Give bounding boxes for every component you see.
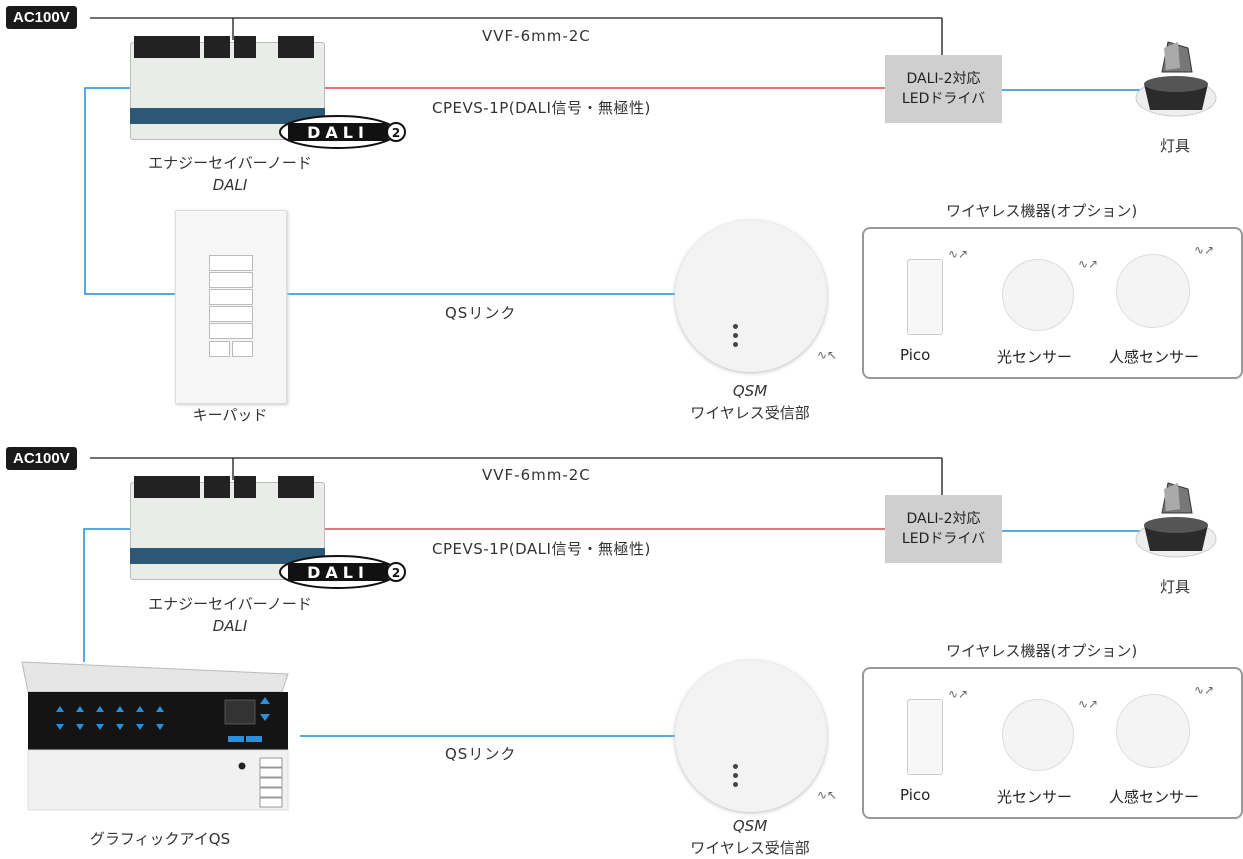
wireless-signal-icon: ∿↗ [1078,257,1099,271]
device-label-light-sensor: 光センサー [997,348,1073,366]
downlight-lamp [1135,482,1217,558]
ac-power-badge: AC100V [6,6,77,29]
driver-line1: DALI-2対応 [906,511,981,527]
qsm-receiver [675,220,827,372]
grafik-eye-qs-panel [21,661,289,811]
wireless-devices-title: ワイヤレス機器(オプション) [946,202,1138,220]
downlight-lamp [1135,41,1217,117]
wireless-signal-icon: ∿↖ [817,348,838,362]
node-caption-line1: エナジーセイバーノード [148,154,312,172]
lamp-caption: 灯具 [1160,137,1191,155]
node-caption: エナジーセイバーノード DALI [130,152,330,196]
wireless-signal-icon: ∿↗ [948,687,969,701]
pico-remote [907,699,943,775]
node-caption-line2: DALI [212,617,248,635]
section-2-wires [83,457,1145,737]
device-label-occupancy-sensor: 人感センサー [1109,788,1200,806]
qsm-caption: QSM ワイヤレス受信部 [660,815,840,859]
device-label-light-sensor: 光センサー [997,788,1073,806]
dali-logo-text: DALI [307,123,369,142]
qs-link-label: QSリンク [445,745,517,763]
qsm-caption-line1: QSM [732,382,768,400]
light-sensor [1002,699,1074,771]
driver-line2: LEDドライバ [901,531,986,547]
dali-logo-text: DALI [307,563,369,582]
qs-wire [83,528,130,662]
qsm-caption-line2: ワイヤレス受信部 [690,839,810,857]
driver-line2: LEDドライバ [901,91,986,107]
wireless-signal-icon: ∿↗ [1194,683,1215,697]
wireless-devices-title: ワイヤレス機器(オプション) [946,642,1138,660]
node-caption-line1: エナジーセイバーノード [148,595,312,613]
device-label-pico: Pico [900,346,931,364]
led-driver-box: DALI-2対応 LEDドライバ [885,495,1002,563]
wireless-devices-panel: ∿↗ ∿↗ ∿↗ Pico 光センサー 人感センサー [862,667,1243,819]
dali-2-logo: DALI 2 [279,115,406,149]
qs-link-label: QSリンク [445,304,517,322]
wireless-signal-icon: ∿↖ [817,788,838,802]
energy-saver-node: DALI 2 [130,476,406,589]
dali-2-logo: DALI 2 [279,555,406,589]
qs-wire [84,87,175,295]
svg-text:2: 2 [392,566,400,580]
pico-remote [907,259,943,335]
wireless-signal-icon: ∿↗ [1078,697,1099,711]
power-cable-label: VVF-6mm-2C [482,466,591,484]
led-driver-box: DALI-2対応 LEDドライバ [885,55,1002,123]
svg-text:2: 2 [392,126,400,140]
keypad-caption: キーパッド [192,406,268,424]
node-caption: エナジーセイバーノード DALI [130,593,330,637]
device-label-pico: Pico [900,786,931,804]
energy-saver-node: DALI 2 [130,36,406,149]
dali-cable-label: CPEVS-1P(DALI信号・無極性) [432,99,651,117]
dali-cable-label: CPEVS-1P(DALI信号・無極性) [432,540,651,558]
device-label-occupancy-sensor: 人感センサー [1109,348,1200,366]
occupancy-sensor [1116,694,1190,768]
node-caption-line2: DALI [212,176,248,194]
qsm-caption-line2: ワイヤレス受信部 [690,404,810,422]
section-1-wires [84,17,1145,295]
wireless-signal-icon: ∿↗ [948,247,969,261]
lamp-caption: 灯具 [1160,578,1191,596]
driver-line1: DALI-2対応 [906,71,981,87]
qsm-caption-line1: QSM [732,817,768,835]
power-cable-label: VVF-6mm-2C [482,27,591,45]
wireless-signal-icon: ∿↗ [1194,243,1215,257]
occupancy-sensor [1116,254,1190,328]
qsm-caption: QSM ワイヤレス受信部 [660,380,840,424]
light-sensor [1002,259,1074,331]
ac-power-badge: AC100V [6,447,77,470]
qsm-receiver [675,660,827,812]
wireless-devices-panel: ∿↗ ∿↗ ∿↗ Pico 光センサー 人感センサー [862,227,1243,379]
grafik-eye-caption: グラフィックアイQS [89,830,231,848]
keypad [175,210,287,404]
